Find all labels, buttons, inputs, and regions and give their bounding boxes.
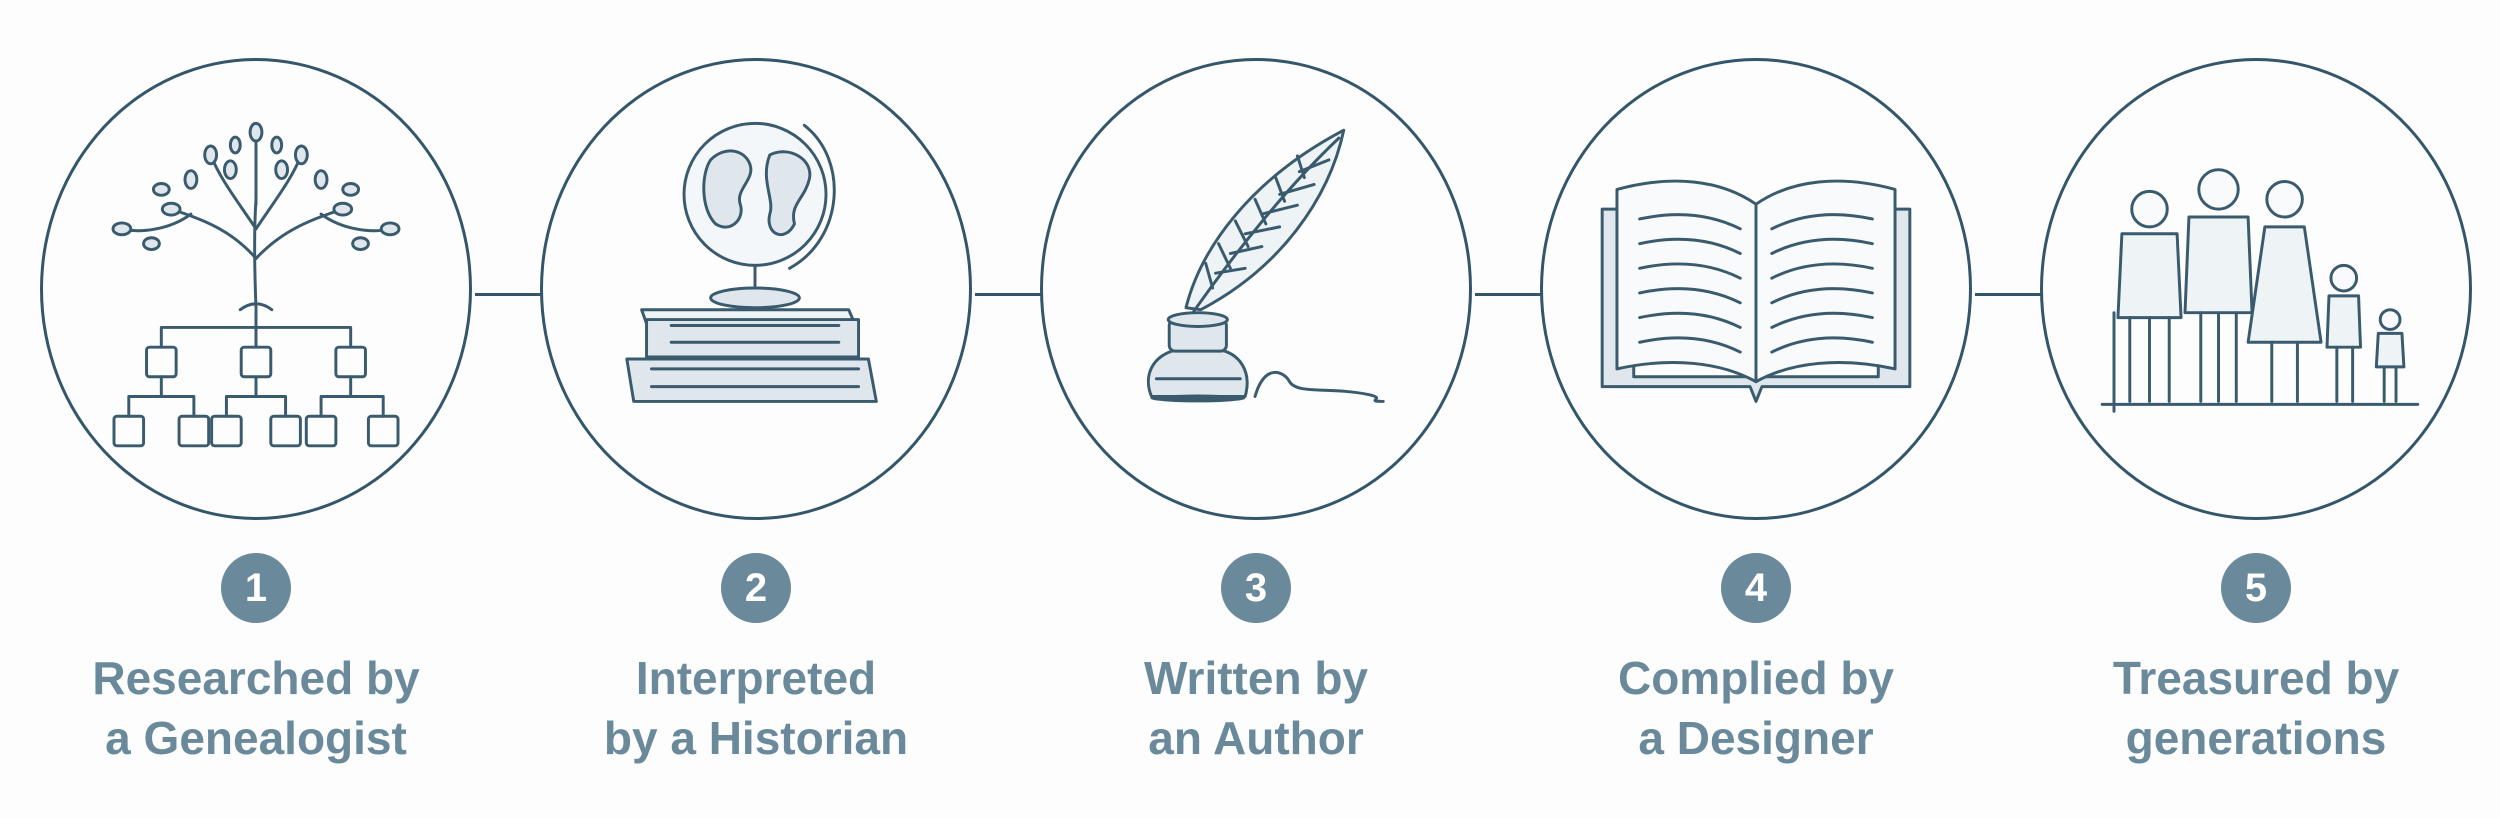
step-4-label: Complied by a Designer bbox=[1617, 652, 1895, 764]
step-5: 5 Treasured by generations bbox=[2010, 0, 2500, 818]
quill-and-inkwell-icon bbox=[1146, 128, 1385, 403]
step-4-circle bbox=[1540, 58, 1972, 520]
step-3-circle bbox=[1040, 58, 1472, 520]
step-5-circle bbox=[2040, 58, 2472, 520]
family-group-icon bbox=[2100, 168, 2420, 413]
connector-line-2-3 bbox=[975, 293, 1043, 296]
step-1: 1 Researched by a Genealogist bbox=[10, 0, 510, 818]
connector-line-1-2 bbox=[475, 293, 543, 296]
step-4: 4 Complied by a Designer bbox=[1510, 0, 2010, 818]
step-3: 3 Written by an Author bbox=[1010, 0, 1510, 818]
globe-on-books-icon bbox=[625, 121, 878, 403]
step-5-label: Treasured by generations bbox=[2112, 652, 2400, 764]
step-3-number-badge: 3 bbox=[1221, 553, 1291, 623]
step-2-number-badge: 2 bbox=[721, 553, 791, 623]
connector-line-4-5 bbox=[1975, 293, 2043, 296]
step-2-circle bbox=[540, 58, 972, 520]
step-2-label: Interpreted by a Historian bbox=[603, 652, 909, 764]
step-4-number-badge: 4 bbox=[1721, 553, 1791, 623]
step-3-label: Written by an Author bbox=[1143, 652, 1369, 764]
step-2: 2 Interpreted by a Historian bbox=[510, 0, 1010, 818]
step-1-label: Researched by a Genealogist bbox=[92, 652, 420, 764]
step-5-number-badge: 5 bbox=[2221, 553, 2291, 623]
connector-line-3-4 bbox=[1475, 293, 1543, 296]
family-tree-icon bbox=[111, 121, 401, 448]
open-book-icon bbox=[1600, 179, 1912, 403]
step-1-number-badge: 1 bbox=[221, 553, 291, 623]
step-1-circle bbox=[40, 58, 472, 520]
